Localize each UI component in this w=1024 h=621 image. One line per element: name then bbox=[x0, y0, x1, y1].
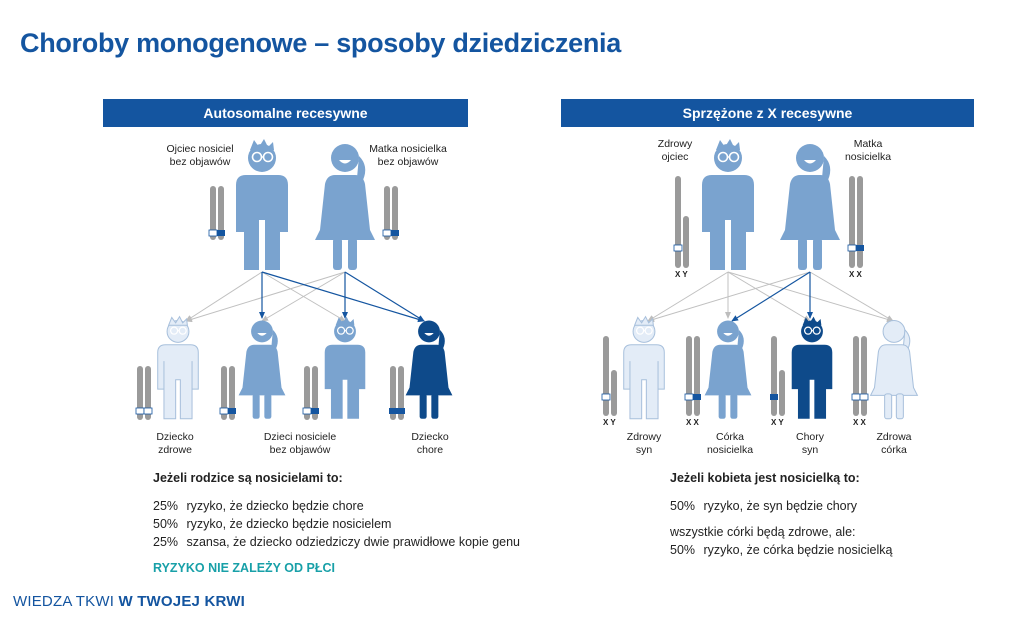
caption-carrier-mother: Matka nosicielka bbox=[844, 138, 892, 163]
mother-x-carrier-figure bbox=[780, 144, 840, 270]
child-healthy-chromosomes bbox=[135, 366, 153, 420]
right-line-3: 50% ryzyko, że córka będzie nosicielką bbox=[670, 543, 893, 557]
sick-son-figure bbox=[791, 315, 833, 419]
child-carrier-girl-figure bbox=[238, 320, 286, 419]
caption-children-carriers: Dzieci nosiciele bez objawów bbox=[263, 431, 337, 456]
left-note: RYZYKO NIE ZALEŻY OD PŁCI bbox=[153, 561, 335, 575]
carrier-daughter-figure bbox=[704, 320, 752, 419]
arrows-autosomal bbox=[185, 271, 425, 323]
page-title: Choroby monogenowe – sposoby dziedziczen… bbox=[20, 28, 621, 58]
right-line-1: 50% ryzyko, że syn będzie chory bbox=[670, 499, 858, 513]
father-chromosomes bbox=[208, 186, 225, 240]
right-heading: Jeżeli kobieta jest nosicielką to: bbox=[670, 471, 860, 485]
left-line-1: 25% ryzyko, że dziecko będzie chore bbox=[153, 499, 364, 513]
father-xy-chromosomes bbox=[673, 176, 689, 268]
brand-logo: WIEDZA TKWI W TWOJEJ KRWI bbox=[13, 593, 245, 610]
left-line-3: 25% szansa, że dziecko odziedziczy dwie … bbox=[153, 535, 520, 549]
left-line-2: 50% ryzyko, że dziecko będzie nosicielem bbox=[153, 517, 392, 531]
child-healthy-figure bbox=[157, 315, 199, 420]
left-heading: Jeżeli rodzice są nosicielami to: bbox=[153, 471, 343, 485]
daughter2-chrom-label: X X bbox=[853, 418, 866, 427]
caption-healthy-son: Zdrowy syn bbox=[626, 431, 662, 456]
daughter1-chrom-label: X X bbox=[686, 418, 699, 427]
son1-chrom-label: X Y bbox=[603, 418, 616, 427]
caption-carrier-daughter: Córka nosicielka bbox=[706, 431, 754, 456]
sick-son-chromosomes bbox=[770, 336, 785, 416]
mother-xx-chromosomes bbox=[847, 176, 864, 268]
banner-autosomal-recessive: Autosomalne recesywne bbox=[103, 99, 468, 127]
banner-x-linked-recessive: Sprzężone z X recesywne bbox=[561, 99, 974, 127]
healthy-son-chromosomes bbox=[601, 336, 617, 416]
healthy-daughter-figure bbox=[870, 320, 918, 420]
carrier-daughter-chromosomes bbox=[684, 336, 701, 416]
caption-child-sick: Dziecko chore bbox=[411, 431, 449, 456]
healthy-son-figure bbox=[623, 315, 665, 420]
child-carrier-boy-figure bbox=[324, 315, 366, 419]
child-carrier-girl-chromosomes bbox=[219, 366, 236, 420]
caption-father-carrier: Ojciec nosiciel bez objawów bbox=[166, 143, 234, 168]
mother-chromosomes bbox=[382, 186, 399, 240]
arrows-x-linked bbox=[647, 271, 894, 323]
healthy-daughter-chromosomes bbox=[851, 336, 869, 416]
caption-sick-son: Chory syn bbox=[795, 431, 824, 456]
son2-chrom-label: X Y bbox=[771, 418, 784, 427]
right-line-2: wszystkie córki będą zdrowe, ale: bbox=[670, 525, 856, 539]
father-chrom-label: X Y bbox=[675, 270, 688, 279]
child-sick-chromosomes bbox=[389, 366, 405, 420]
caption-child-healthy: Dziecko zdrowe bbox=[156, 431, 194, 456]
caption-healthy-father: Zdrowy ojciec bbox=[657, 138, 693, 163]
child-sick-figure bbox=[405, 320, 453, 419]
child-carrier-boy-chromosomes bbox=[302, 366, 319, 420]
caption-healthy-daughter: Zdrowa córka bbox=[876, 431, 912, 456]
mother-chrom-label: X X bbox=[849, 270, 862, 279]
caption-mother-carrier: Matka nosicielka bez objawów bbox=[369, 143, 447, 168]
